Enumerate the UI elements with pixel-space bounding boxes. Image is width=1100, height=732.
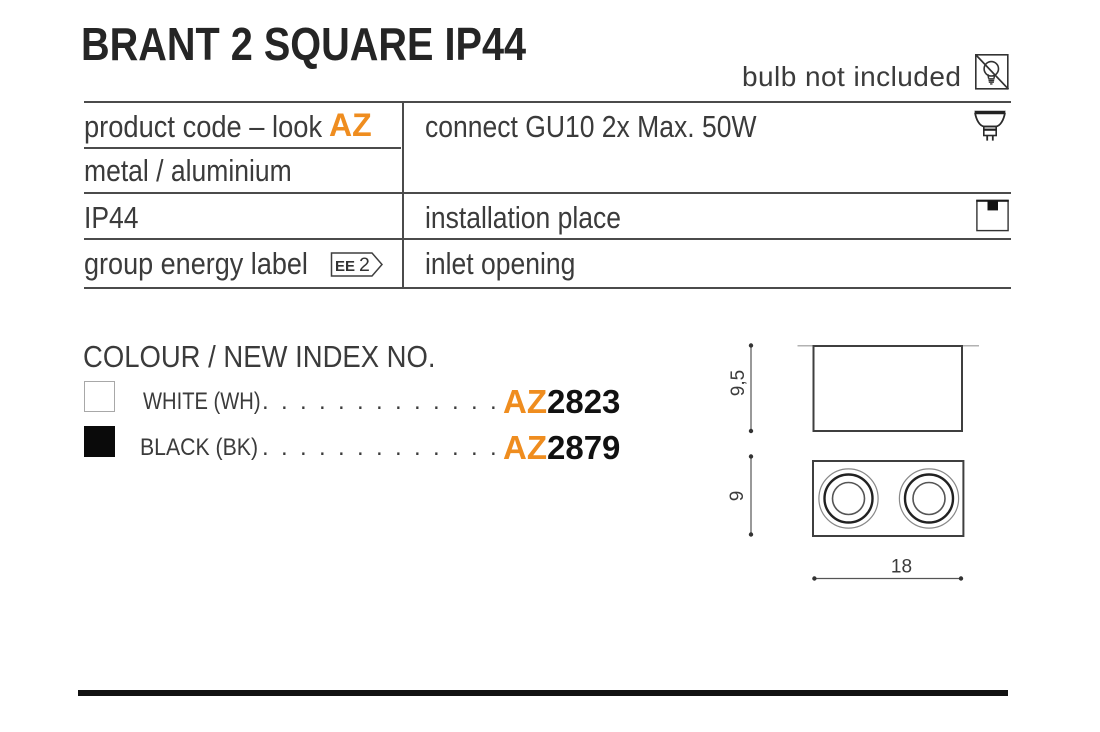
svg-text:2: 2 <box>359 254 370 276</box>
svg-text:9,5: 9,5 <box>728 370 749 396</box>
svg-text:9: 9 <box>727 491 748 502</box>
svg-text:EE: EE <box>335 258 355 275</box>
svg-text:18: 18 <box>891 557 912 578</box>
